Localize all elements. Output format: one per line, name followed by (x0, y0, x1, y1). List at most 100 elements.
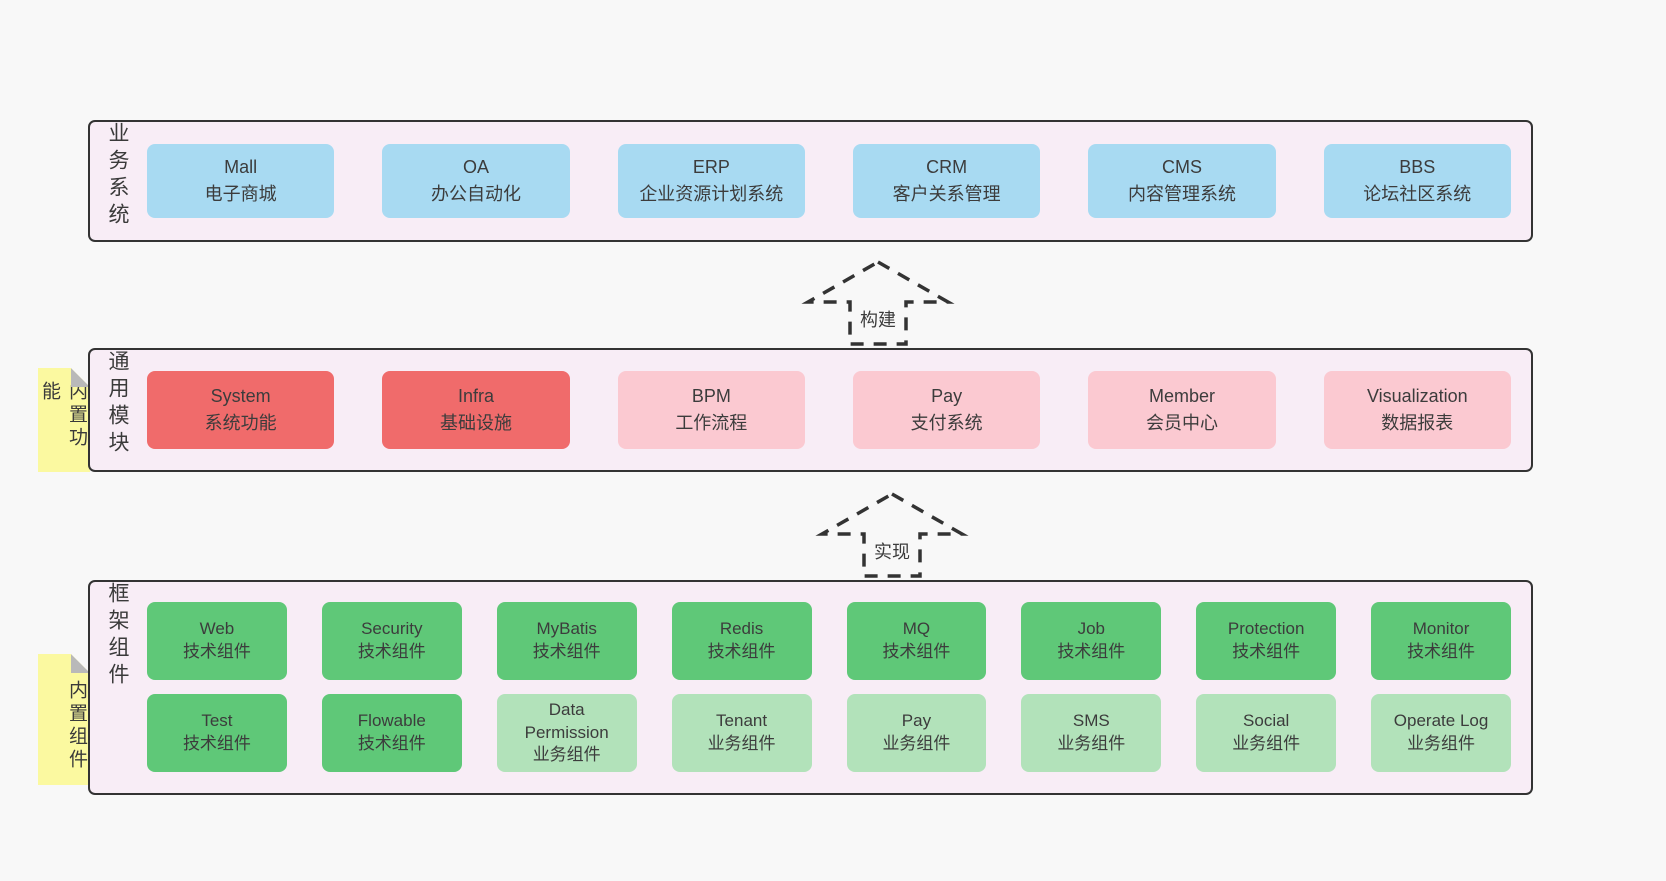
box-pay-component: Pay 业务组件 (846, 694, 987, 772)
box-bbs: BBS 论坛社区系统 (1323, 144, 1511, 218)
business-boxes: Mall 电子商城 OA 办公自动化 ERP 企业资源计划系统 CRM 客户关系… (147, 122, 1511, 240)
box-name: BPM (691, 386, 731, 406)
box-sms: SMS 业务组件 (1021, 694, 1162, 772)
box-monitor: Monitor 技术组件 (1371, 602, 1511, 680)
component-row-1: Web 技术组件 Security 技术组件 MyBatis 技术组件 Redi… (147, 602, 1511, 680)
box-name: MyBatis (536, 619, 597, 639)
sticky-note-label: 内置功能 (39, 381, 87, 450)
arrow-implement-label: 实现 (871, 538, 913, 564)
box-desc: 技术组件 (1057, 642, 1126, 661)
box-name: System (210, 386, 271, 406)
box-name: Redis (719, 619, 764, 639)
box-name: Pay (931, 386, 963, 406)
box-mall: Mall 电子商城 (147, 144, 335, 218)
component-row-2: Test 技术组件 Flowable 技术组件 Data Permission … (147, 694, 1511, 772)
box-name: ERP (692, 157, 730, 177)
box-name: Security (361, 619, 423, 639)
box-pay: Pay 支付系统 (852, 371, 1041, 449)
box-desc: 电子商城 (204, 184, 277, 204)
box-visualization: Visualization 数据报表 (1323, 371, 1511, 449)
box-job: Job 技术组件 (1021, 602, 1162, 680)
box-desc: 工作流程 (675, 413, 748, 433)
box-desc: 技术组件 (1407, 642, 1476, 661)
box-tenant: Tenant 业务组件 (671, 694, 812, 772)
box-name: SMS (1072, 711, 1110, 731)
box-desc: 技术组件 (182, 734, 251, 753)
sticky-note-built-in-features: 内置功能 (38, 368, 90, 472)
up-arrow-icon (815, 491, 969, 578)
box-erp: ERP 企业资源计划系统 (617, 144, 805, 218)
box-desc: 业务组件 (532, 745, 601, 765)
box-security: Security 技术组件 (321, 602, 462, 680)
box-desc: 支付系统 (910, 413, 983, 433)
box-desc: 业务组件 (707, 734, 776, 753)
box-desc: 论坛社区系统 (1363, 184, 1472, 204)
box-operate-log: Operate Log 业务组件 (1371, 694, 1511, 772)
box-desc: 技术组件 (1232, 642, 1301, 661)
box-social: Social 业务组件 (1196, 694, 1337, 772)
box-member: Member 会员中心 (1088, 371, 1276, 449)
box-name: Visualization (1366, 386, 1468, 406)
box-flowable: Flowable 技术组件 (321, 694, 462, 772)
box-mq: MQ 技术组件 (846, 602, 987, 680)
arrow-build-label: 构建 (857, 306, 899, 332)
box-data-permission: Data Permission 业务组件 (496, 694, 637, 772)
box-name: CRM (926, 157, 968, 177)
box-cms: CMS 内容管理系统 (1088, 144, 1276, 218)
box-desc: 企业资源计划系统 (639, 184, 784, 204)
box-name: MQ (902, 619, 931, 639)
layer-label-common-modules: 通用模块 (106, 350, 129, 458)
box-desc: 基础设施 (439, 413, 512, 433)
box-desc: 办公自动化 (430, 184, 521, 204)
box-name: BBS (1399, 157, 1436, 177)
box-name: Data Permission (524, 699, 609, 742)
box-redis: Redis 技术组件 (671, 602, 812, 680)
box-crm: CRM 客户关系管理 (852, 144, 1041, 218)
box-desc: 会员中心 (1145, 413, 1218, 433)
box-name: Mall (224, 157, 258, 177)
box-name: Monitor (1412, 619, 1470, 639)
box-oa: OA 办公自动化 (382, 144, 570, 218)
box-system: System 系统功能 (147, 371, 335, 449)
up-arrow-icon (801, 259, 955, 346)
box-desc: 技术组件 (357, 734, 426, 753)
layer-common-modules: 通用模块 System 系统功能 Infra 基础设施 BPM 工作流程 Pay… (88, 348, 1533, 472)
box-name: Flowable (357, 711, 426, 731)
box-name: Job (1077, 619, 1106, 639)
box-desc: 技术组件 (707, 642, 776, 661)
box-test: Test 技术组件 (147, 694, 287, 772)
arrow-implement: 实现 (814, 488, 970, 580)
sticky-note-built-in-components: 内置组件 (38, 654, 90, 785)
box-name: OA (462, 157, 489, 177)
box-name: CMS (1161, 157, 1202, 177)
box-name: Pay (901, 711, 932, 731)
sticky-note-label: 内置组件 (66, 680, 87, 772)
layer-label-framework-components: 框架组件 (106, 582, 129, 690)
box-desc: 客户关系管理 (892, 184, 1001, 204)
box-name: Web (199, 619, 235, 639)
box-desc: 业务组件 (882, 734, 951, 753)
box-web: Web 技术组件 (147, 602, 287, 680)
box-name: Social (1243, 711, 1290, 731)
box-desc: 技术组件 (357, 642, 426, 661)
box-name: Test (201, 711, 233, 731)
box-desc: 数据报表 (1381, 413, 1454, 433)
box-desc: 业务组件 (1057, 734, 1126, 753)
module-boxes: System 系统功能 Infra 基础设施 BPM 工作流程 Pay 支付系统… (147, 350, 1511, 470)
layer-framework-components: 框架组件 Web 技术组件 Security 技术组件 MyBatis 技术组件… (88, 580, 1533, 795)
box-desc: 内容管理系统 (1127, 184, 1236, 204)
box-name: Protection (1227, 619, 1305, 639)
arrow-build: 构建 (800, 256, 956, 348)
box-desc: 业务组件 (1232, 734, 1301, 753)
box-desc: 技术组件 (532, 642, 601, 661)
layer-label-business-systems: 业务系统 (106, 122, 129, 230)
box-name: Operate Log (1393, 711, 1489, 731)
box-desc: 技术组件 (182, 642, 251, 661)
component-rows: Web 技术组件 Security 技术组件 MyBatis 技术组件 Redi… (147, 602, 1511, 772)
box-name: Member (1148, 386, 1215, 406)
box-desc: 技术组件 (882, 642, 951, 661)
box-name: Infra (457, 386, 494, 406)
box-infra: Infra 基础设施 (382, 371, 570, 449)
box-bpm: BPM 工作流程 (617, 371, 805, 449)
box-protection: Protection 技术组件 (1196, 602, 1337, 680)
